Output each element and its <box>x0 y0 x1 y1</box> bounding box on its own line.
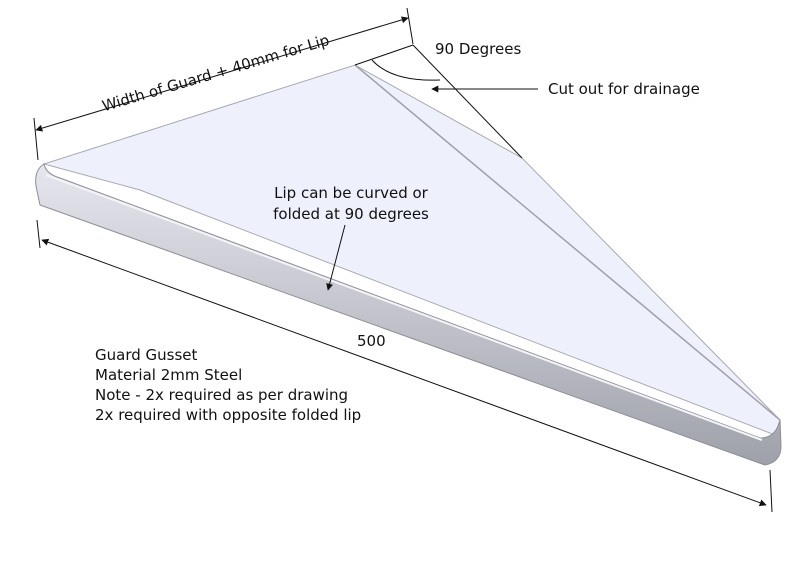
width-ext-left <box>33 117 39 161</box>
note-title: Guard Gusset <box>95 346 198 364</box>
angle-line-right <box>412 44 523 159</box>
length-ext-left <box>36 219 41 249</box>
lip-note-line2: folded at 90 degrees <box>273 205 429 223</box>
lip-note-line1: Lip can be curved or <box>274 184 428 202</box>
length-dimension-label: 500 <box>357 332 386 350</box>
width-ext-right <box>406 7 414 45</box>
notes-block: Guard Gusset Material 2mm Steel Note - 2… <box>95 345 361 425</box>
drainage-label: Cut out for drainage <box>548 80 700 98</box>
width-dim-line <box>35 16 409 132</box>
angle-line-left <box>354 44 414 66</box>
length-dim-line <box>41 238 767 507</box>
note-quantity: Note - 2x required as per drawing <box>95 386 349 404</box>
note-opposite-lip: 2x required with opposite folded lip <box>95 406 362 424</box>
angle-label: 90 Degrees <box>435 40 522 58</box>
lip-leader <box>326 224 346 291</box>
note-material: Material 2mm Steel <box>95 366 243 384</box>
length-ext-right <box>769 469 773 513</box>
